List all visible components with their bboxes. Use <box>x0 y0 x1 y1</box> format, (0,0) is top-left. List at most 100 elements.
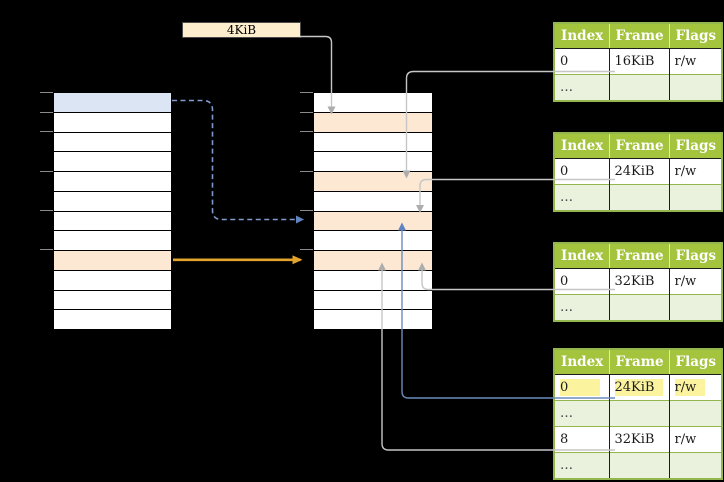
header-index: Index <box>554 349 609 375</box>
row-boundary-tick <box>40 171 53 172</box>
page-size-text: 4KiB <box>226 23 257 37</box>
cell-index: … <box>554 294 609 321</box>
memory-cell-white <box>314 269 432 290</box>
cell-flags <box>668 184 722 211</box>
cell-frame: 24KiB <box>608 158 669 185</box>
connector-blue-dashed-mapping <box>172 99 304 224</box>
memory-cell-white <box>54 210 171 231</box>
row-boundary-tick <box>300 249 313 250</box>
cell-index: … <box>554 452 609 479</box>
cell-flags: r/w <box>668 426 722 453</box>
table-header-row: Index Frame Flags <box>554 133 722 159</box>
memory-cell-white <box>314 289 432 310</box>
memory-column-left <box>53 92 172 330</box>
memory-cell-peach <box>314 250 432 270</box>
header-flags: Flags <box>668 243 722 269</box>
row-boundary-tick <box>300 131 313 132</box>
cell-index: … <box>554 184 609 211</box>
memory-column-middle <box>313 92 433 330</box>
row-boundary-tick <box>300 210 313 211</box>
table-row: 0 32KiB r/w <box>554 268 722 295</box>
header-frame: Frame <box>608 23 669 49</box>
table-header-row: Index Frame Flags <box>554 349 722 375</box>
row-boundary-tick <box>300 92 313 93</box>
page-size-label: 4KiB <box>182 22 301 38</box>
cell-frame: 32KiB <box>608 268 669 295</box>
header-flags: Flags <box>668 23 722 49</box>
cell-flags: r/w <box>668 268 722 295</box>
header-index: Index <box>554 23 609 49</box>
table-row-ellipsis: … <box>554 294 722 321</box>
memory-cell-white <box>314 151 432 171</box>
highlight-mark: 0 <box>560 379 601 396</box>
table-row: 0 16KiB r/w <box>554 48 722 75</box>
table-header-row: Index Frame Flags <box>554 243 722 269</box>
cell-flags <box>668 294 722 321</box>
memory-cell-white <box>314 190 432 211</box>
row-boundary-tick <box>40 92 53 93</box>
table-header-row: Index Frame Flags <box>554 23 722 49</box>
memory-cell-white <box>54 111 171 132</box>
page-table-3: Index Frame Flags 0 32KiB r/w … <box>553 242 723 322</box>
header-flags: Flags <box>668 349 722 375</box>
memory-cell-peach <box>54 250 171 270</box>
cell-frame <box>608 294 669 321</box>
memory-cell-white <box>54 151 171 171</box>
row-boundary-tick <box>40 112 53 113</box>
cell-frame <box>608 400 669 427</box>
row-boundary-tick <box>40 131 53 132</box>
table-row-ellipsis: … <box>554 184 722 211</box>
cell-frame: 16KiB <box>608 48 669 75</box>
table-row: 8 32KiB r/w <box>554 426 722 453</box>
highlight-mark: r/w <box>674 379 706 396</box>
cell-index: … <box>554 400 609 427</box>
memory-cell-peach <box>314 111 432 132</box>
cell-index: 8 <box>554 426 609 453</box>
header-index: Index <box>554 243 609 269</box>
memory-cell-white <box>54 171 171 191</box>
cell-index: … <box>554 74 609 101</box>
cell-flags <box>668 400 722 427</box>
header-frame: Frame <box>608 243 669 269</box>
cell-flags: r/w <box>668 48 722 75</box>
table-row: 0 24KiB r/w <box>554 158 722 185</box>
cell-index: 0 <box>560 54 569 69</box>
cell-index: 0 <box>554 375 609 401</box>
memory-cell-white <box>54 309 171 329</box>
row-boundary-tick <box>300 112 313 113</box>
memory-cell-peach <box>314 171 432 191</box>
memory-cell-white <box>54 230 171 250</box>
cell-frame <box>608 74 669 101</box>
cell-index: 0 <box>560 164 569 179</box>
page-table-4: Index Frame Flags 0 24KiB r/w … 8 32KiB <box>553 348 723 480</box>
page-table-2: Index Frame Flags 0 24KiB r/w … <box>553 132 723 212</box>
cell-flags: r/w <box>668 158 722 185</box>
memory-cell-blue <box>54 93 171 112</box>
memory-cell-peach <box>314 210 432 231</box>
cell-frame: 24KiB <box>608 374 669 401</box>
row-boundary-tick <box>40 210 53 211</box>
header-frame: Frame <box>608 349 669 375</box>
page-table-1: Index Frame Flags 0 16KiB r/w … <box>553 22 723 102</box>
memory-cell-white <box>314 131 432 152</box>
memory-cell-white <box>314 93 432 112</box>
cell-flags: r/w <box>668 374 722 401</box>
cell-flags <box>668 452 722 479</box>
header-index: Index <box>554 133 609 159</box>
memory-cell-white <box>314 309 432 329</box>
cell-frame: 32KiB <box>608 426 669 453</box>
cell-frame <box>608 184 669 211</box>
cell-frame <box>608 452 669 479</box>
table-row-ellipsis: … <box>554 452 722 479</box>
row-boundary-tick <box>40 249 53 250</box>
memory-cell-white <box>54 269 171 290</box>
memory-cell-white <box>54 190 171 211</box>
cell-index: 0 <box>560 274 569 289</box>
highlight-mark: 24KiB <box>614 379 664 396</box>
header-frame: Frame <box>608 133 669 159</box>
memory-cell-white <box>314 230 432 250</box>
cell-flags <box>668 74 722 101</box>
row-boundary-tick <box>300 171 313 172</box>
header-flags: Flags <box>668 133 722 159</box>
